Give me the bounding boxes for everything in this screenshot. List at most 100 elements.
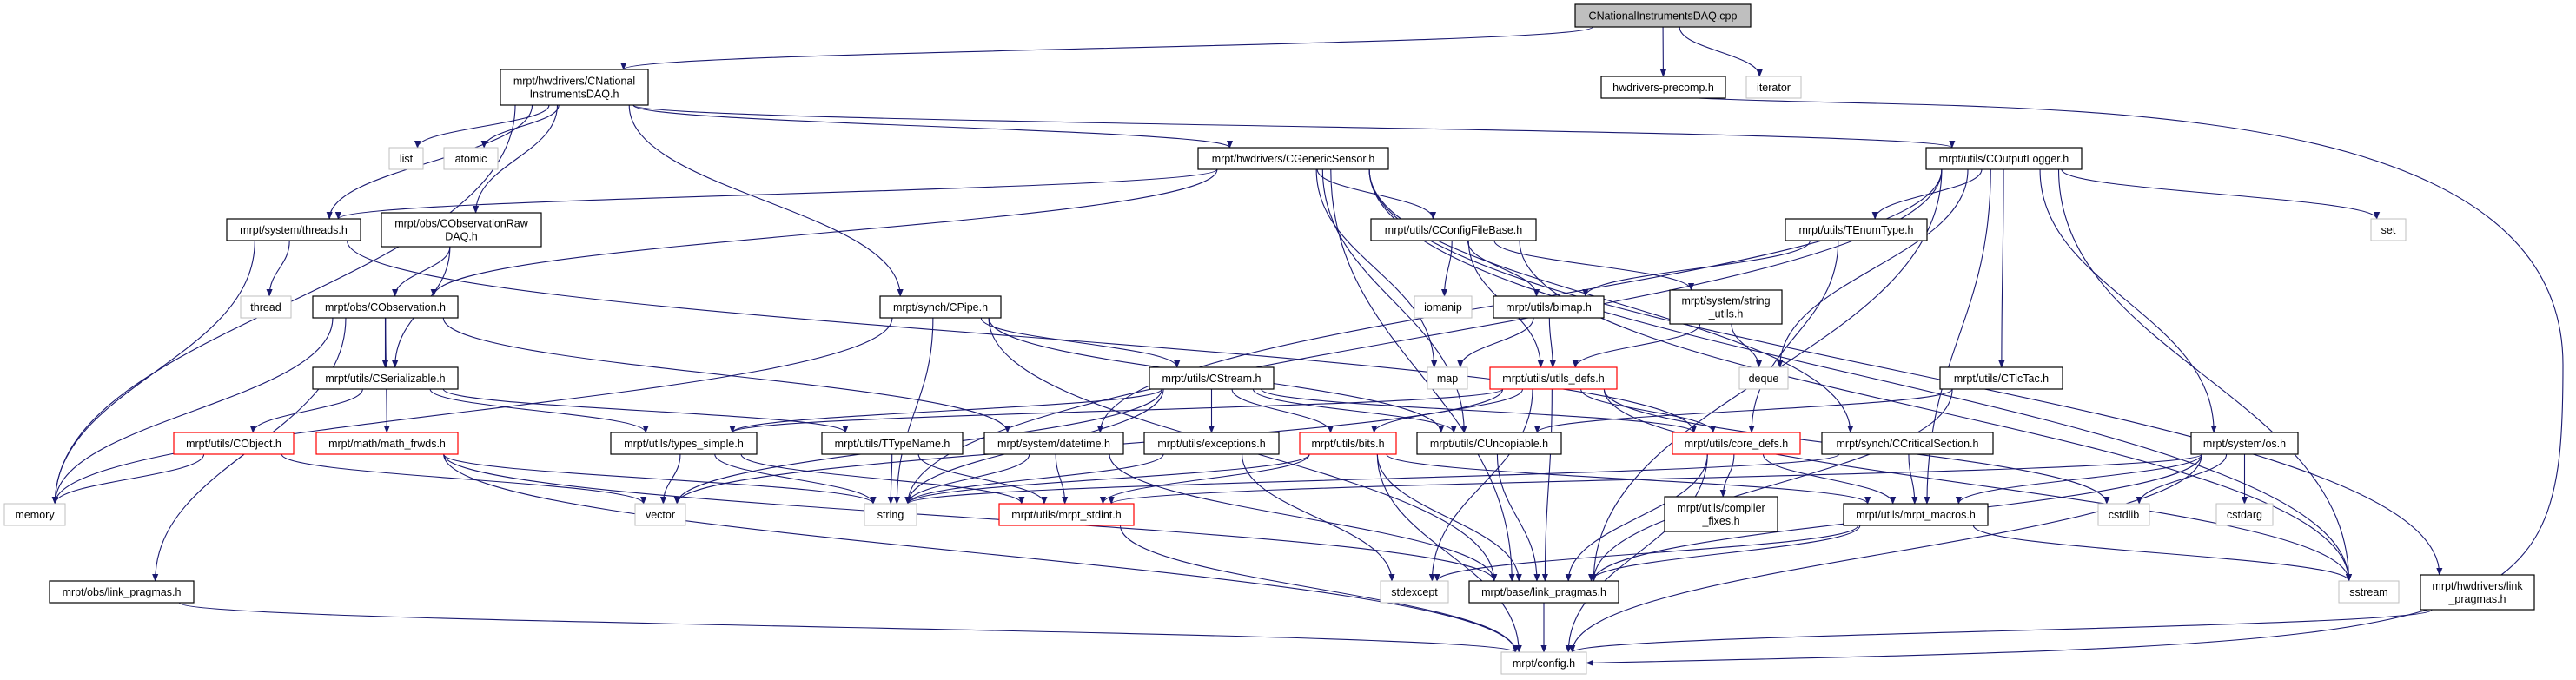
node-box [983, 432, 1124, 455]
node-hwlp[interactable]: mrpt/hwdrivers/link_pragmas.h [2420, 574, 2535, 611]
node-macros[interactable]: mrpt/utils/mrpt_macros.h [1843, 503, 1989, 526]
node-box [2215, 503, 2274, 526]
node-tenum[interactable]: mrpt/utils/TEnumType.h [1785, 218, 1928, 241]
node-obslp[interactable]: mrpt/obs/link_pragmas.h [49, 580, 195, 604]
node-label: vector [646, 509, 675, 521]
node-cstdarg: cstdarg [2215, 503, 2274, 526]
node-threads[interactable]: mrpt/system/threads.h [226, 218, 361, 241]
node-label: _fixes.h [1701, 515, 1739, 527]
node-list: list [388, 147, 424, 170]
edge-os-to-stdint [1108, 453, 2202, 505]
edge-cobject-to-vector [281, 453, 647, 505]
edge-datetime-to-stdint [1055, 453, 1069, 505]
node-cobject[interactable]: mrpt/utils/CObject.h [173, 432, 295, 455]
edge-cnid-to-outlogger [632, 104, 1955, 149]
node-bits[interactable]: mrpt/utils/bits.h [1299, 432, 1397, 455]
node-mathfrwds[interactable]: mrpt/math/math_frwds.h [315, 432, 459, 455]
node-box [312, 366, 459, 390]
edge-coredefs-to-macros [1762, 453, 1897, 505]
node-box [443, 147, 499, 170]
node-box [864, 503, 917, 526]
node-label: mrpt/utils/bits.h [1311, 438, 1384, 450]
node-compfixes[interactable]: mrpt/utils/compiler_fixes.h [1664, 496, 1778, 532]
node-uncopiable[interactable]: mrpt/utils/CUncopiable.h [1416, 432, 1562, 455]
edge-threads-to-memory [51, 240, 255, 505]
node-os[interactable]: mrpt/system/os.h [2190, 432, 2299, 455]
node-box [1489, 366, 1618, 390]
node-stdexcept: stdexcept [1380, 580, 1449, 604]
node-box [240, 295, 292, 319]
node-cpipe[interactable]: mrpt/synch/CPipe.h [879, 295, 1002, 319]
nodes-layer: CNationalInstrumentsDAQ.cpp mrpt/hwdriver… [3, 3, 2535, 675]
edge-tictac-to-baselp [1590, 388, 1953, 582]
node-configfb[interactable]: mrpt/utils/CConfigFileBase.h [1370, 218, 1537, 241]
node-stdint[interactable]: mrpt/utils/mrpt_stdint.h [998, 503, 1135, 526]
edge-cstream-to-bits [1231, 388, 1334, 433]
edge-cnid-to-cpipe [628, 104, 904, 297]
node-label: mrpt/system/string [1681, 295, 1770, 307]
edge-gensensor-to-hwlp [1368, 168, 2443, 576]
node-critsec[interactable]: mrpt/synch/CCriticalSection.h [1821, 432, 1994, 455]
edge-cpp-to-iterator [1679, 26, 1763, 77]
edge-outlogger-to-os [2039, 168, 2217, 433]
node-ttypename[interactable]: mrpt/utils/TTypeName.h [821, 432, 964, 455]
node-exceptions[interactable]: mrpt/utils/exceptions.h [1143, 432, 1280, 455]
node-box [1143, 432, 1280, 455]
node-outlogger[interactable]: mrpt/utils/COutputLogger.h [1925, 147, 2083, 170]
node-box [998, 503, 1135, 526]
node-baselp[interactable]: mrpt/base/link_pragmas.h [1468, 580, 1619, 604]
node-box [634, 503, 686, 526]
node-box [821, 432, 964, 455]
node-label: mrpt/utils/types_simple.h [624, 438, 744, 450]
node-cpp[interactable]: CNationalInstrumentsDAQ.cpp [1574, 3, 1752, 28]
node-deque: deque [1738, 366, 1789, 390]
node-label: _utils.h [1708, 308, 1744, 320]
edge-stdint-to-config [1119, 525, 1519, 653]
node-box [2420, 574, 2535, 611]
edge-gensensor-to-sstream [1368, 168, 2353, 582]
node-string: string [864, 503, 917, 526]
edge-cnid-to-list [414, 104, 550, 149]
edge-bimap-to-utilsdefs [1548, 317, 1556, 368]
node-box [1745, 76, 1802, 99]
node-datetime[interactable]: mrpt/system/datetime.h [983, 432, 1124, 455]
node-label: mrpt/math/math_frwds.h [328, 438, 446, 450]
edge-datetime-to-baselp [1109, 453, 1498, 582]
node-box [2338, 580, 2400, 604]
node-label: map [1437, 373, 1458, 385]
node-strutils[interactable]: mrpt/system/string_utils.h [1669, 289, 1783, 325]
node-cser[interactable]: mrpt/utils/CSerializable.h [312, 366, 459, 390]
node-box [1925, 147, 2083, 170]
edge-coredefs-to-baselp [1565, 453, 1708, 582]
node-box [1468, 580, 1619, 604]
node-label: mrpt/utils/bimap.h [1506, 301, 1592, 314]
edge-outlogger-to-tenum [1871, 168, 1983, 220]
edge-mathfrwds-to-baselp [443, 453, 1498, 582]
node-typesimple[interactable]: mrpt/utils/types_simple.h [610, 432, 758, 455]
node-utilsdefs[interactable]: mrpt/utils/utils_defs.h [1489, 366, 1618, 390]
node-gensensor[interactable]: mrpt/hwdrivers/CGenericSensor.h [1197, 147, 1389, 170]
node-memory: memory [3, 503, 66, 526]
node-cstream[interactable]: mrpt/utils/CStream.h [1149, 366, 1275, 390]
node-label: set [2381, 224, 2396, 236]
edge-strutils-to-deque [1731, 323, 1763, 368]
node-label: mrpt/utils/compiler [1677, 502, 1765, 514]
node-label: mrpt/utils/CTicTac.h [1954, 373, 2049, 385]
node-cobs[interactable]: mrpt/obs/CObservation.h [312, 295, 459, 319]
edge-cnid-to-gensensor [632, 104, 1233, 149]
node-label: mrpt/obs/link_pragmas.h [63, 586, 182, 598]
edge-outlogger-to-tictac [1998, 168, 2005, 368]
node-label: mrpt/utils/utils_defs.h [1502, 373, 1604, 385]
node-coredefs[interactable]: mrpt/utils/core_defs.h [1672, 432, 1801, 455]
node-atomic: atomic [443, 147, 499, 170]
node-tictac[interactable]: mrpt/utils/CTicTac.h [1939, 366, 2063, 390]
node-label: mrpt/config.h [1513, 657, 1575, 670]
node-box [610, 432, 758, 455]
edge-cpipe-to-memory [51, 317, 893, 505]
node-precomp[interactable]: hwdrivers-precomp.h [1600, 76, 1726, 99]
node-cnid[interactable]: mrpt/hwdrivers/CNationalInstrumentsDAQ.h [500, 69, 649, 106]
node-label: memory [15, 509, 55, 521]
node-bimap[interactable]: mrpt/utils/bimap.h [1493, 295, 1605, 319]
edge-configfb-to-strutils [1493, 240, 1695, 291]
